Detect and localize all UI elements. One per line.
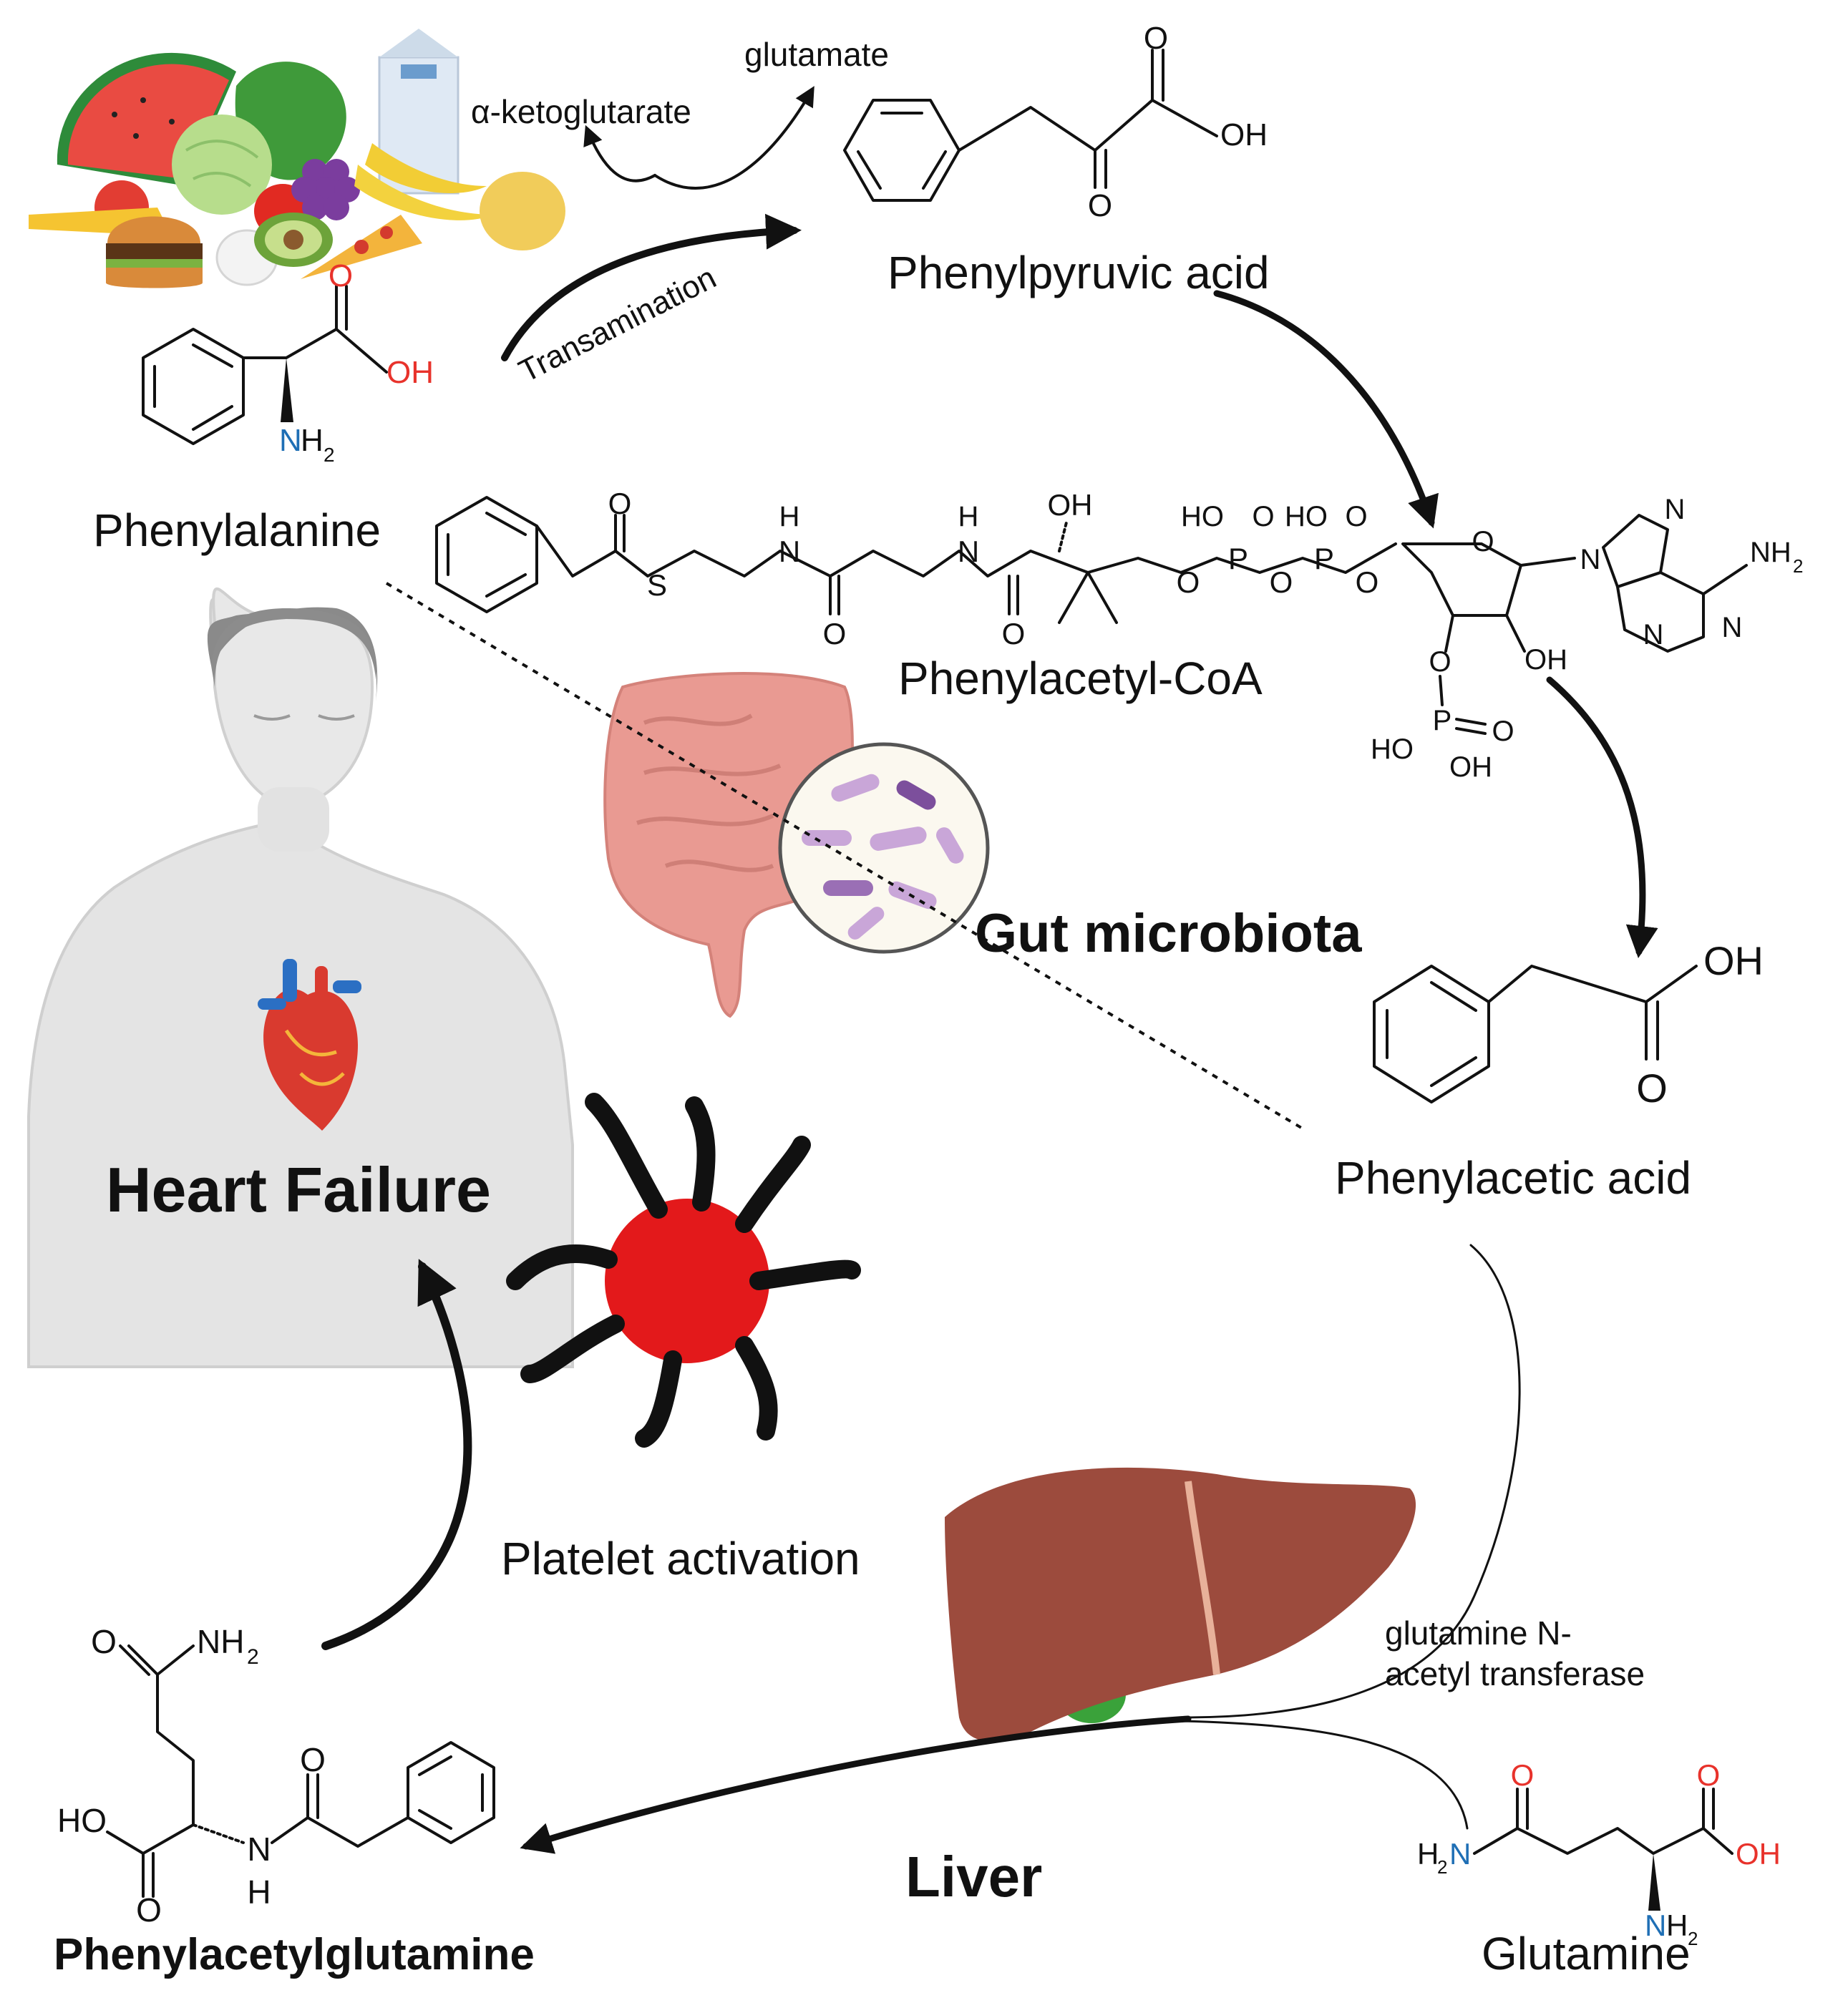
transamination-label: Transamination: [513, 260, 721, 389]
atom-nh2: NH: [197, 1623, 244, 1660]
transamination-arrow: [501, 213, 802, 361]
pyruvic-to-coa-arrow: [1213, 290, 1439, 529]
atom-n: N: [247, 1831, 271, 1868]
ketoglutarate-label: α-ketoglutarate: [471, 93, 691, 130]
glutamine-to-liver-line: [1180, 1720, 1469, 1830]
atom-h: H: [247, 1873, 271, 1911]
pagln-to-heart-arrow: [321, 1259, 472, 1650]
atom-sub: 2: [1688, 1928, 1698, 1949]
atom-sub: 2: [324, 444, 335, 466]
atom-p: P: [1314, 542, 1334, 575]
atom-o: O: [329, 258, 353, 293]
atom-o: O: [1356, 565, 1379, 599]
atom-ho: HO: [1371, 733, 1414, 765]
atom-oh: OH: [1736, 1837, 1781, 1871]
atom-p: P: [1433, 705, 1452, 736]
pagln-label: Phenylacetylglutamine: [54, 1930, 535, 1979]
atom-h: H: [1417, 1837, 1439, 1871]
platelet-icon: [506, 1093, 861, 1448]
heart-failure-label: Heart Failure: [106, 1154, 491, 1225]
atom-o: O: [1144, 21, 1168, 56]
atom-n: N: [1645, 1909, 1666, 1942]
liver-to-pagln-arrow: [520, 1715, 1192, 1854]
phenylacetic-label: Phenylacetic acid: [1335, 1152, 1691, 1204]
atom-o: O: [1345, 501, 1367, 532]
platelet-activation-label: Platelet activation: [501, 1533, 860, 1584]
gut-microbiota-label: Gut microbiota: [975, 903, 1362, 964]
glutamine-label: Glutamine: [1482, 1928, 1691, 1979]
atom-oh: OH: [1220, 117, 1268, 152]
liver-label: Liver: [905, 1845, 1042, 1909]
atom-o: O: [1492, 716, 1514, 747]
phenylalanine-label: Phenylalanine: [93, 505, 381, 556]
atom-h: H: [301, 423, 324, 458]
atom-o: O: [608, 487, 632, 520]
bacteria-magnifier-icon: [778, 742, 990, 954]
atom-o: O: [1177, 565, 1200, 599]
phenylpyruvic-label: Phenylpyruvic acid: [887, 247, 1270, 298]
atom-s: S: [647, 568, 667, 602]
heart-icon: [258, 959, 361, 1131]
atom-n: N: [1449, 1837, 1471, 1871]
atom-o: O: [1270, 565, 1293, 599]
atom-n: N: [779, 535, 800, 568]
ketoglutarate-arrow: [583, 125, 656, 182]
atom-o: O: [823, 617, 847, 650]
atom-h: H: [958, 501, 979, 532]
acetic-to-liver-line: [1180, 1244, 1521, 1719]
atom-n: N: [279, 423, 302, 458]
atom-oh: OH: [1449, 751, 1492, 783]
atom-o: O: [1429, 646, 1451, 678]
glutamate-label: glutamate: [744, 36, 889, 73]
phenylalanine-structure: O OH N H 2: [142, 258, 434, 466]
atom-o: O: [1697, 1758, 1721, 1792]
phenylacetyl-coa-label: Phenylacetyl-CoA: [898, 653, 1263, 704]
atom-n: N: [1580, 544, 1601, 575]
glutamine-structure: O O OH H 2 N N H 2: [1417, 1758, 1781, 1949]
intestine-icon: [603, 672, 854, 1018]
atom-o: O: [136, 1891, 162, 1929]
phenylpyruvic-structure: O O OH: [843, 21, 1268, 223]
atom-ho: HO: [57, 1802, 107, 1839]
atom-o: O: [1472, 526, 1494, 557]
dotted-divider: [385, 582, 1308, 1132]
atom-oh: OH: [1524, 644, 1567, 676]
pagln-structure: O NH 2 HO O N H O: [57, 1623, 495, 1929]
phenylacetyl-coa-structure: O S H N O H N O OH O P HO O O P HO O O O…: [435, 487, 1803, 783]
atom-o: O: [1511, 1758, 1535, 1792]
atom-n: N: [958, 535, 979, 568]
atom-o: O: [300, 1741, 326, 1778]
atom-ho: HO: [1181, 501, 1224, 532]
atom-n: N: [1665, 494, 1686, 525]
atom-n: N: [1643, 619, 1664, 650]
atom-o: O: [1088, 188, 1112, 223]
atom-h: H: [1666, 1909, 1688, 1942]
atom-oh: OH: [386, 355, 434, 390]
atom-sub: 2: [247, 1645, 259, 1669]
atom-n: N: [1722, 612, 1743, 643]
atom-o: O: [1252, 501, 1274, 532]
enzyme-label-line1: glutamine N-: [1385, 1614, 1572, 1652]
atom-ho: HO: [1285, 501, 1328, 532]
atom-o: O: [91, 1623, 117, 1660]
atom-sub: 2: [1793, 555, 1803, 577]
atom-p: P: [1228, 542, 1248, 575]
human-body-icon: [27, 588, 574, 1368]
atom-oh: OH: [1048, 488, 1093, 522]
atom-o: O: [1002, 617, 1026, 650]
atom-o: O: [1636, 1066, 1668, 1111]
atom-h: H: [779, 501, 800, 532]
atom-nh2: NH: [1750, 537, 1791, 568]
coa-to-acetic-arrow: [1546, 676, 1658, 958]
phenylacetic-structure: OH O: [1373, 938, 1764, 1111]
atom-sub: 2: [1437, 1856, 1447, 1878]
food-icon: [29, 29, 565, 288]
enzyme-label-line2: acetyl transferase: [1385, 1655, 1645, 1692]
atom-oh: OH: [1703, 938, 1764, 983]
liver-icon: [945, 1467, 1416, 1742]
glutamate-arrow: [653, 86, 814, 190]
